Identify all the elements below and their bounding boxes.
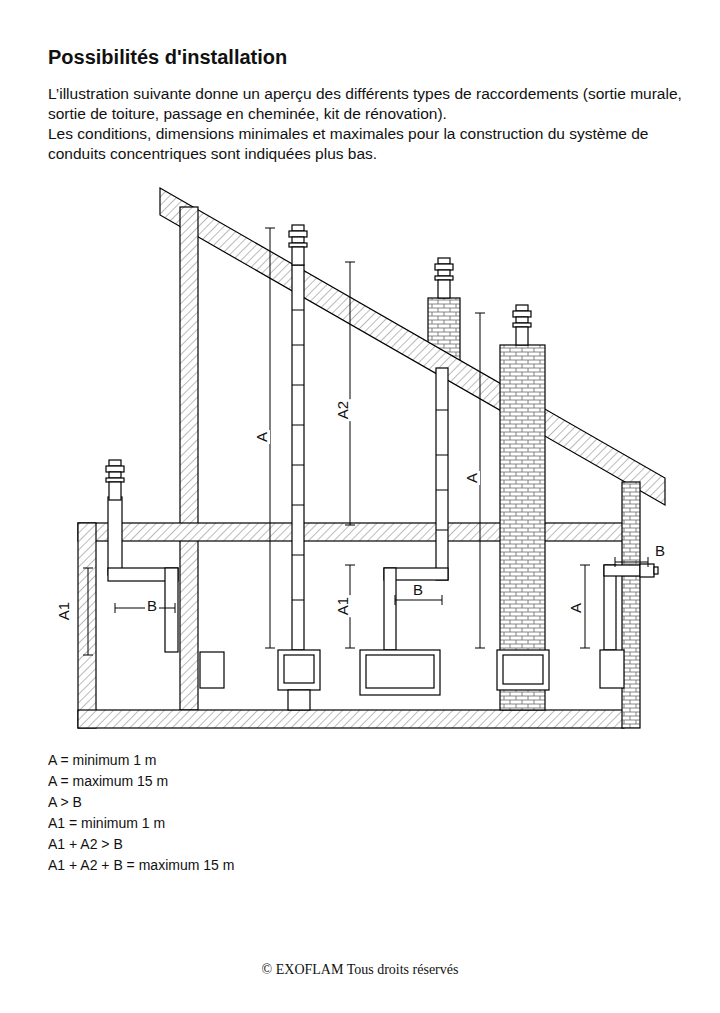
dimension-lines: [83, 228, 648, 655]
intro-paragraph: L’illustration suivante donne un aperçu …: [48, 84, 698, 124]
dimension-label: B: [653, 543, 667, 559]
dimension-rule: A1 = minimum 1 m: [48, 815, 165, 831]
dimension-label: A: [464, 471, 480, 485]
dimension-label: A2: [335, 399, 351, 421]
intro-paragraph: Les conditions, dimensions minimales et …: [48, 124, 698, 164]
dimension-label: B: [411, 582, 425, 598]
dimension-label: A1: [335, 595, 351, 617]
dimension-label: A1: [56, 600, 72, 622]
dimension-label: A: [254, 430, 270, 444]
dimension-label: B: [145, 598, 159, 614]
building: [78, 188, 665, 728]
dimension-rule: A1 + A2 + B = maximum 15 m: [48, 857, 234, 873]
copyright-notice: © EXOFLAM Tous droits réservés: [262, 962, 459, 978]
flue-pipes: [106, 225, 658, 710]
page-title: Possibilités d'installation: [48, 46, 287, 69]
dimension-rule: A1 + A2 > B: [48, 836, 123, 852]
dimension-rule: A = maximum 15 m: [48, 773, 168, 789]
dimension-label: A: [568, 601, 584, 615]
dimension-rule: A = minimum 1 m: [48, 752, 157, 768]
dimension-rule: A > B: [48, 794, 82, 810]
